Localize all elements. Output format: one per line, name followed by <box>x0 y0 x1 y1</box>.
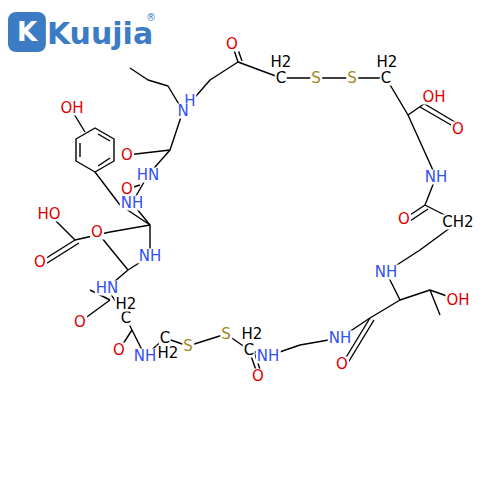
atom-label: C <box>120 311 132 326</box>
logo-icon <box>8 12 46 52</box>
atom-label: NH <box>424 170 449 185</box>
atom-label: O <box>225 37 239 52</box>
atom-label: NH <box>138 249 163 264</box>
logo-letter: K <box>16 19 38 45</box>
atom-label: H2 <box>376 55 399 70</box>
atom-label: S <box>346 71 358 86</box>
atom-label: C <box>159 331 171 346</box>
atom-label: O <box>120 182 134 197</box>
atom-label: HN <box>95 281 120 296</box>
atom-label: CH2 <box>441 215 474 230</box>
atom-label: H2 <box>241 327 264 342</box>
atom-label: C <box>380 71 392 86</box>
atom-label: HO <box>36 207 61 222</box>
backbone-ring <box>107 62 458 356</box>
atom-label: O <box>451 122 465 137</box>
atom-label: O <box>335 357 349 372</box>
atom-label: NH <box>328 331 353 346</box>
carbonyl-bond <box>80 150 170 350</box>
bonds <box>40 44 460 376</box>
atom-label: O <box>112 343 126 358</box>
atom-label: O <box>251 369 265 384</box>
atom-label: NH <box>133 349 158 364</box>
atom-label: N <box>176 104 189 119</box>
atom-label: OH <box>421 90 446 105</box>
atom-label: C <box>275 71 287 86</box>
atom-label: O <box>90 225 104 240</box>
atom-label: H2 <box>115 297 138 312</box>
atom-label: OH <box>59 101 84 116</box>
atom-label: NH <box>256 349 281 364</box>
logo-text: Kuujia <box>46 19 154 49</box>
atom-label: O <box>397 212 411 227</box>
trademark-mark: ® <box>145 13 157 23</box>
atom-label: NH <box>120 196 145 211</box>
atom-label: NH <box>374 265 399 280</box>
atom-label: C <box>243 343 255 358</box>
atom-label: S <box>220 327 232 342</box>
glutamate-side-chain <box>40 214 150 265</box>
atom-label: S <box>310 71 322 86</box>
atom-label: OH <box>445 293 470 308</box>
atom-label: O <box>33 255 47 270</box>
propyl-side-chain <box>130 68 183 111</box>
atom-label: H2 <box>157 346 180 361</box>
atom-label: S <box>182 339 194 354</box>
atom-label: O <box>120 148 134 163</box>
atom-label: O <box>73 315 87 330</box>
atom-label: H2 <box>270 55 293 70</box>
atom-label: HN <box>136 168 161 183</box>
